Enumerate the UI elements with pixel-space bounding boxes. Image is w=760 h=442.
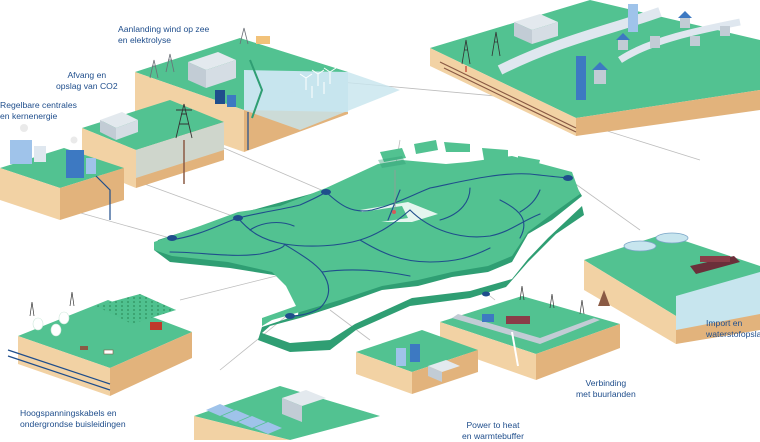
label-cables: Hoogspanningskabels en ondergrondse buis… (20, 408, 126, 429)
power-plants-block (0, 124, 124, 220)
power-pylon-icon (461, 31, 501, 65)
cow-icon (80, 322, 162, 355)
factory-icon (514, 14, 558, 44)
power-pylon-icon (519, 285, 585, 315)
battery-icon (206, 404, 282, 434)
netherlands-map (154, 140, 584, 352)
ship-icon (690, 256, 740, 274)
label-import: Import en waterstofopslag (706, 318, 760, 339)
neighbours-block (440, 285, 620, 380)
power-pylon-icon (149, 27, 249, 79)
battery-block (194, 386, 380, 440)
power-to-heat-block (356, 330, 478, 394)
power-pylon-icon (175, 103, 193, 139)
label-wind-landing: Aanlanding wind op zee en elektrolyse (118, 24, 210, 45)
factory-icon (282, 390, 326, 422)
label-neighbours: Verbinding met buurlanden (576, 378, 636, 399)
factory-icon (100, 112, 138, 140)
house-icon (592, 11, 730, 84)
city-block (430, 0, 760, 136)
truck-icon (482, 314, 530, 324)
factory-icon (428, 360, 460, 382)
tank-icon (623, 232, 689, 252)
cooling-tower-icon (10, 124, 96, 178)
import-block (584, 232, 760, 344)
power-pylon-icon (29, 291, 75, 317)
label-power-plants: Regelbare centrales en kernenergie (0, 100, 77, 121)
factory-icon (188, 52, 236, 107)
tree-icon (32, 311, 70, 337)
label-power-to-heat: Power to heat en warmtebuffer (462, 420, 524, 441)
wind-turbine-icon (299, 67, 337, 98)
label-co2-capture: Afvang en opslag van CO2 (56, 70, 118, 91)
farmland-block (7, 291, 192, 396)
